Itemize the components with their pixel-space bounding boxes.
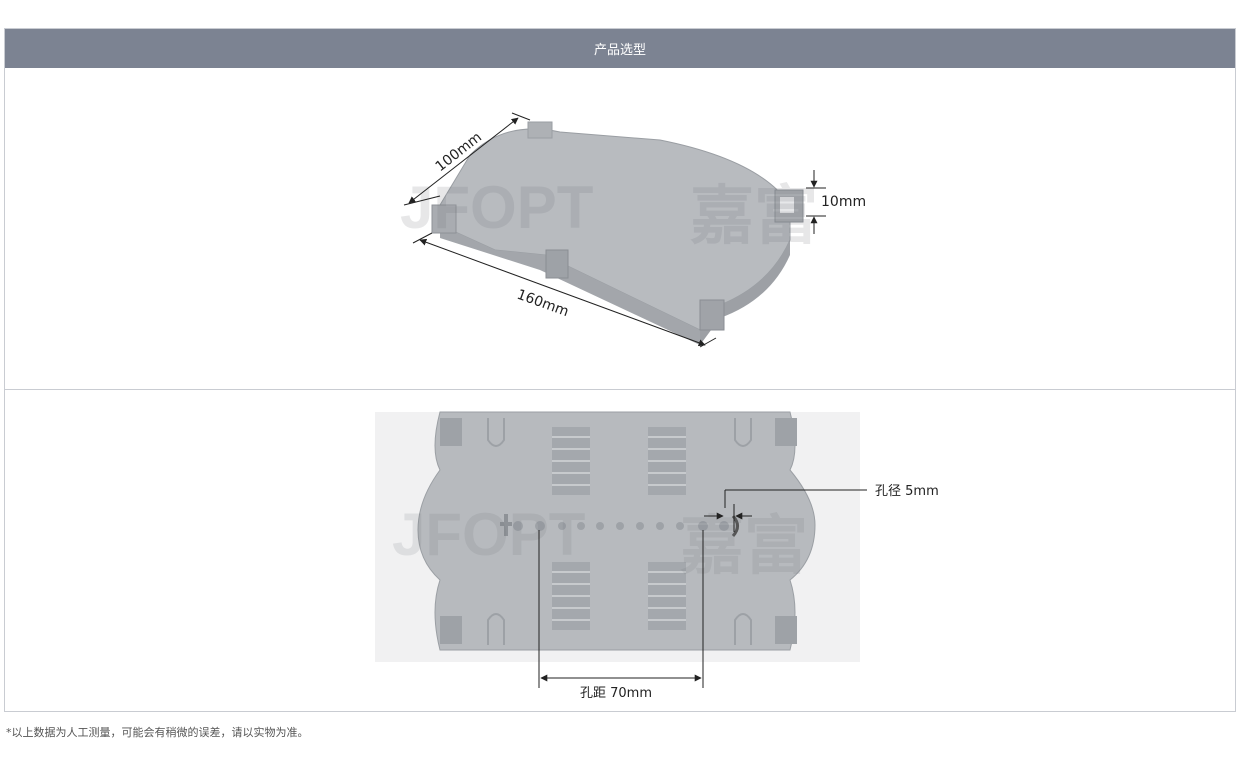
tray-top-view-image xyxy=(375,411,860,662)
panel-header: 产品选型 xyxy=(5,29,1235,68)
dim-hole-pitch: 孔距 70mm xyxy=(538,530,704,701)
svg-text:JFOPT: JFOPT xyxy=(392,501,585,568)
panel-title: 产品选型 xyxy=(593,43,646,58)
section-divider xyxy=(5,389,1235,390)
dim-height-label: 10mm xyxy=(821,194,866,210)
dim-hole-pitch-label: 孔距 70mm xyxy=(580,686,652,701)
dim-length-label: 160mm xyxy=(515,287,571,321)
svg-text:嘉富: 嘉富 xyxy=(680,510,808,584)
svg-text:嘉富: 嘉富 xyxy=(690,180,818,254)
dim-hole-diameter-label: 孔径 5mm xyxy=(875,484,939,499)
svg-text:JFOPT: JFOPT xyxy=(400,174,593,241)
watermark-bottom: JFOPT 嘉富 xyxy=(392,501,808,584)
dim-height: 10mm xyxy=(806,170,866,234)
dim-hole-diameter: 孔径 5mm xyxy=(704,484,939,532)
measurement-disclaimer: *以上数据为人工测量，可能会有稍微的误差，请以实物为准。 xyxy=(6,726,309,739)
